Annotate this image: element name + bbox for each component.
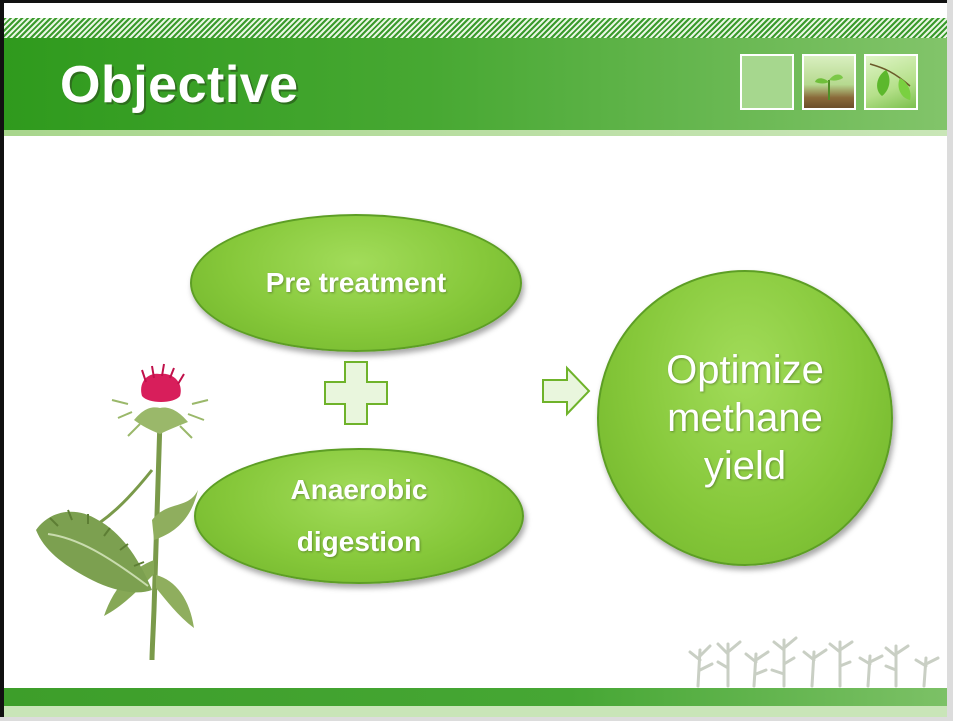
leaves-icon [869,63,911,100]
seedling-icon [815,74,843,100]
slide-title: Objective [60,56,299,114]
anaerobic-digestion-label: Anaerobic digestion [290,474,428,557]
pretreatment-node: Pre treatment [190,214,522,352]
optimize-methane-yield-node: Optimize methane yield [597,270,893,566]
pretreatment-label: Pre treatment [265,267,447,298]
thistle-plant [36,363,209,661]
sprouts-decoration [688,636,940,688]
header-underline [4,130,947,136]
footer-stripe [4,706,947,717]
frame-left-border [0,0,4,721]
frame-right-border [947,0,953,721]
frame-top-border [0,0,953,3]
header-tile-seedling [802,54,856,110]
header-tile-plain [740,54,794,110]
arrow-right-icon [542,365,591,417]
anaerobic-digestion-node: Anaerobic digestion [194,448,524,584]
plus-icon [324,361,388,425]
frame-bottom-border [0,717,953,721]
optimize-methane-yield-label: Optimize methane yield [666,348,824,488]
footer-bar [4,688,947,706]
header-stripe [4,18,947,38]
header-tile-leaves [864,54,918,110]
